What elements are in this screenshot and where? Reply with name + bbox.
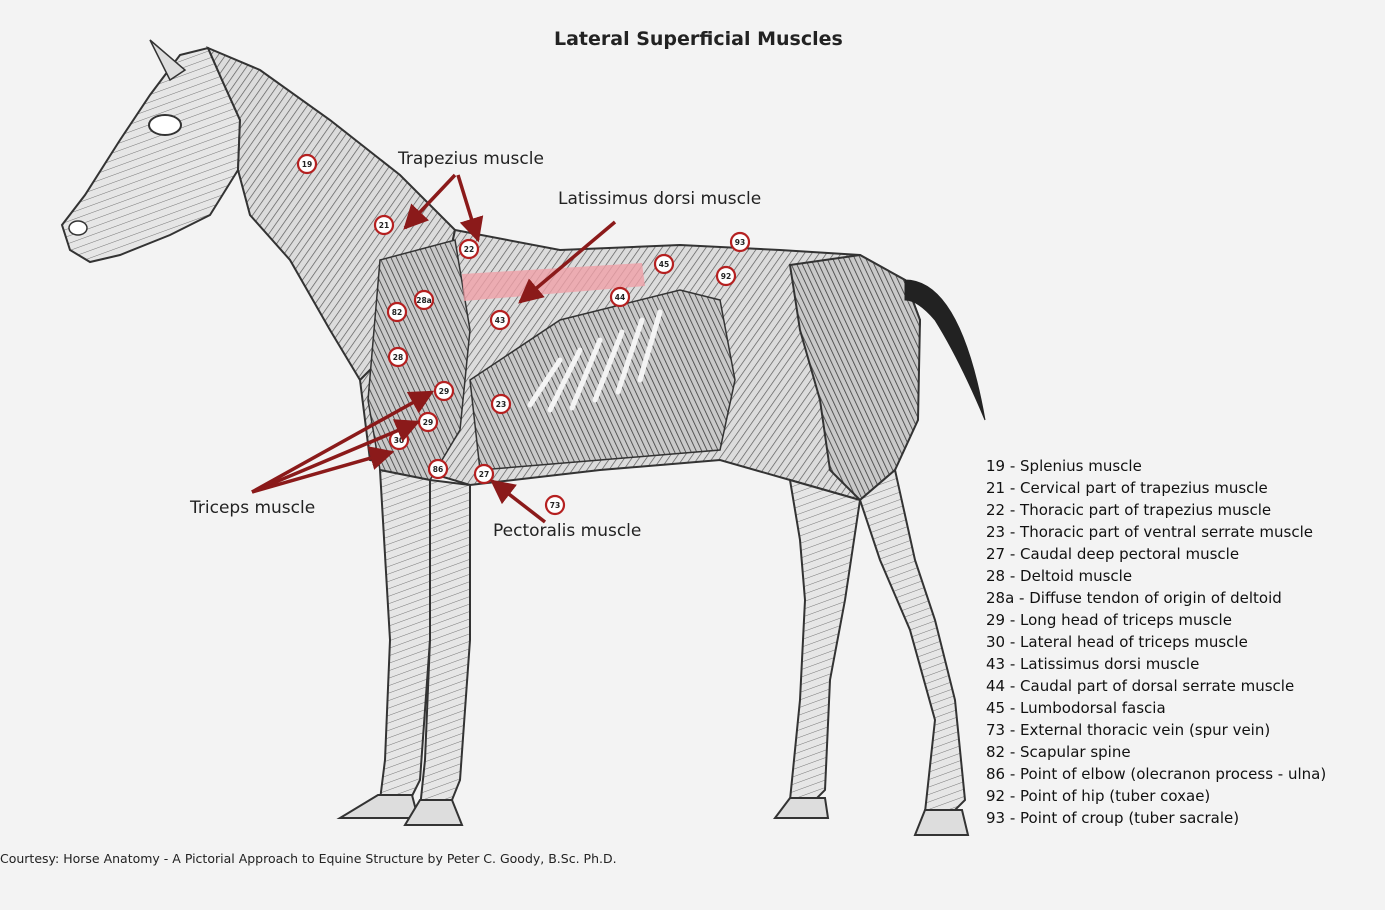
- legend-item: 28a - Diffuse tendon of origin of deltoi…: [986, 589, 1282, 607]
- marker-27: 27: [473, 463, 495, 485]
- trapezius-arrow-1: [403, 173, 457, 230]
- marker-circle: [387, 346, 409, 368]
- marker-circle: [653, 253, 675, 275]
- marker-21: 21: [373, 214, 395, 236]
- credit-text: Courtesy: Horse Anatomy - A Pictorial Ap…: [0, 851, 617, 866]
- legend-item: 23 - Thoracic part of ventral serrate mu…: [986, 523, 1313, 541]
- marker-circle: [715, 265, 737, 287]
- legend-item: 43 - Latissimus dorsi muscle: [986, 655, 1200, 673]
- marker-circle: [413, 289, 435, 311]
- marker-label: 86: [433, 465, 443, 474]
- legend-item: 27 - Caudal deep pectoral muscle: [986, 545, 1240, 563]
- marker-43: 43: [489, 309, 511, 331]
- legend-item: 22 - Thoracic part of trapezius muscle: [986, 501, 1272, 519]
- marker-28: 28: [387, 346, 409, 368]
- marker-28a: 28a: [413, 289, 435, 311]
- horse-front-leg-left: [378, 468, 431, 801]
- legend-item: 21 - Cervical part of trapezius muscle: [986, 479, 1268, 497]
- marker-label: 82: [392, 308, 402, 317]
- marker-label: 43: [495, 316, 505, 325]
- marker-circle: [544, 494, 566, 516]
- marker-22: 22: [458, 238, 480, 260]
- marker-29: 29: [433, 380, 455, 402]
- marker-label: 93: [735, 238, 745, 247]
- legend-item: 92 - Point of hip (tuber coxae): [986, 787, 1211, 805]
- legend-item: 93 - Point of croup (tuber sacrale): [986, 809, 1240, 827]
- marker-label: 22: [464, 245, 474, 254]
- callout-latissimus: Latissimus dorsi muscle: [558, 189, 762, 209]
- legend-item: 30 - Lateral head of triceps muscle: [986, 633, 1248, 651]
- callout-pectoralis: Pectoralis muscle: [493, 521, 642, 541]
- horse-tail: [904, 279, 986, 421]
- marker-23: 23: [490, 393, 512, 415]
- legend-item: 44 - Caudal part of dorsal serrate muscl…: [986, 677, 1295, 695]
- marker-label: 44: [615, 293, 625, 302]
- triceps-arrow-1: [251, 390, 435, 494]
- marker-label: 23: [496, 400, 506, 409]
- legend-item: 86 - Point of elbow (olecranon process -…: [986, 765, 1327, 783]
- marker-label: 29: [423, 418, 433, 427]
- marker-label: 45: [659, 260, 669, 269]
- legend-item: 29 - Long head of triceps muscle: [986, 611, 1232, 629]
- legend-item: 45 - Lumbodorsal fascia: [986, 699, 1166, 717]
- marker-label: 28a: [416, 296, 432, 305]
- marker-29: 29: [417, 411, 439, 433]
- marker-label: 28: [393, 353, 403, 362]
- callout-arrows: [251, 173, 617, 524]
- marker-circle: [373, 214, 395, 236]
- marker-circle: [729, 231, 751, 253]
- marker-82: 82: [386, 301, 408, 323]
- marker-label: 92: [721, 272, 731, 281]
- legend-item: 82 - Scapular spine: [986, 743, 1131, 761]
- horse-hind-leg-left: [788, 478, 862, 807]
- marker-86: 86: [427, 458, 449, 480]
- marker-73: 73: [544, 494, 566, 516]
- legend-item: 28 - Deltoid muscle: [986, 567, 1133, 585]
- marker-circle: [490, 393, 512, 415]
- trapezius-arrow-2: [456, 174, 484, 243]
- triceps-arrow-2: [251, 419, 421, 494]
- marker-circle: [433, 380, 455, 402]
- marker-circle: [427, 458, 449, 480]
- marker-label: 73: [550, 501, 560, 510]
- marker-label: 19: [302, 160, 312, 169]
- callout-triceps: Triceps muscle: [190, 498, 316, 518]
- latissimus-highlight: [462, 263, 645, 301]
- marker-93: 93: [729, 231, 751, 253]
- marker-19: 19: [296, 153, 318, 175]
- legend-item: 73 - External thoracic vein (spur vein): [986, 721, 1271, 739]
- marker-circle: [489, 309, 511, 331]
- horse-head: [60, 46, 242, 264]
- marker-92: 92: [715, 265, 737, 287]
- triceps-arrow-3: [251, 446, 395, 494]
- marker-label: 29: [439, 387, 449, 396]
- legend-item: 19 - Splenius muscle: [986, 457, 1142, 475]
- pectoralis-arrow: [490, 479, 547, 524]
- marker-label: 27: [479, 470, 489, 479]
- marker-circle: [473, 463, 495, 485]
- marker-label: 21: [379, 221, 389, 230]
- marker-label: 30: [394, 436, 404, 445]
- marker-circle: [609, 286, 631, 308]
- marker-circle: [386, 301, 408, 323]
- marker-circle: [296, 153, 318, 175]
- horse-hind-leg-right: [858, 468, 967, 817]
- callout-trapezius: Trapezius muscle: [398, 149, 544, 169]
- diagram-title: Lateral Superficial Muscles: [554, 28, 843, 50]
- legend-list: 19 - Splenius muscle 21 - Cervical part o…: [986, 455, 1326, 829]
- marker-45: 45: [653, 253, 675, 275]
- marker-44: 44: [609, 286, 631, 308]
- latissimus-arrow: [518, 220, 617, 304]
